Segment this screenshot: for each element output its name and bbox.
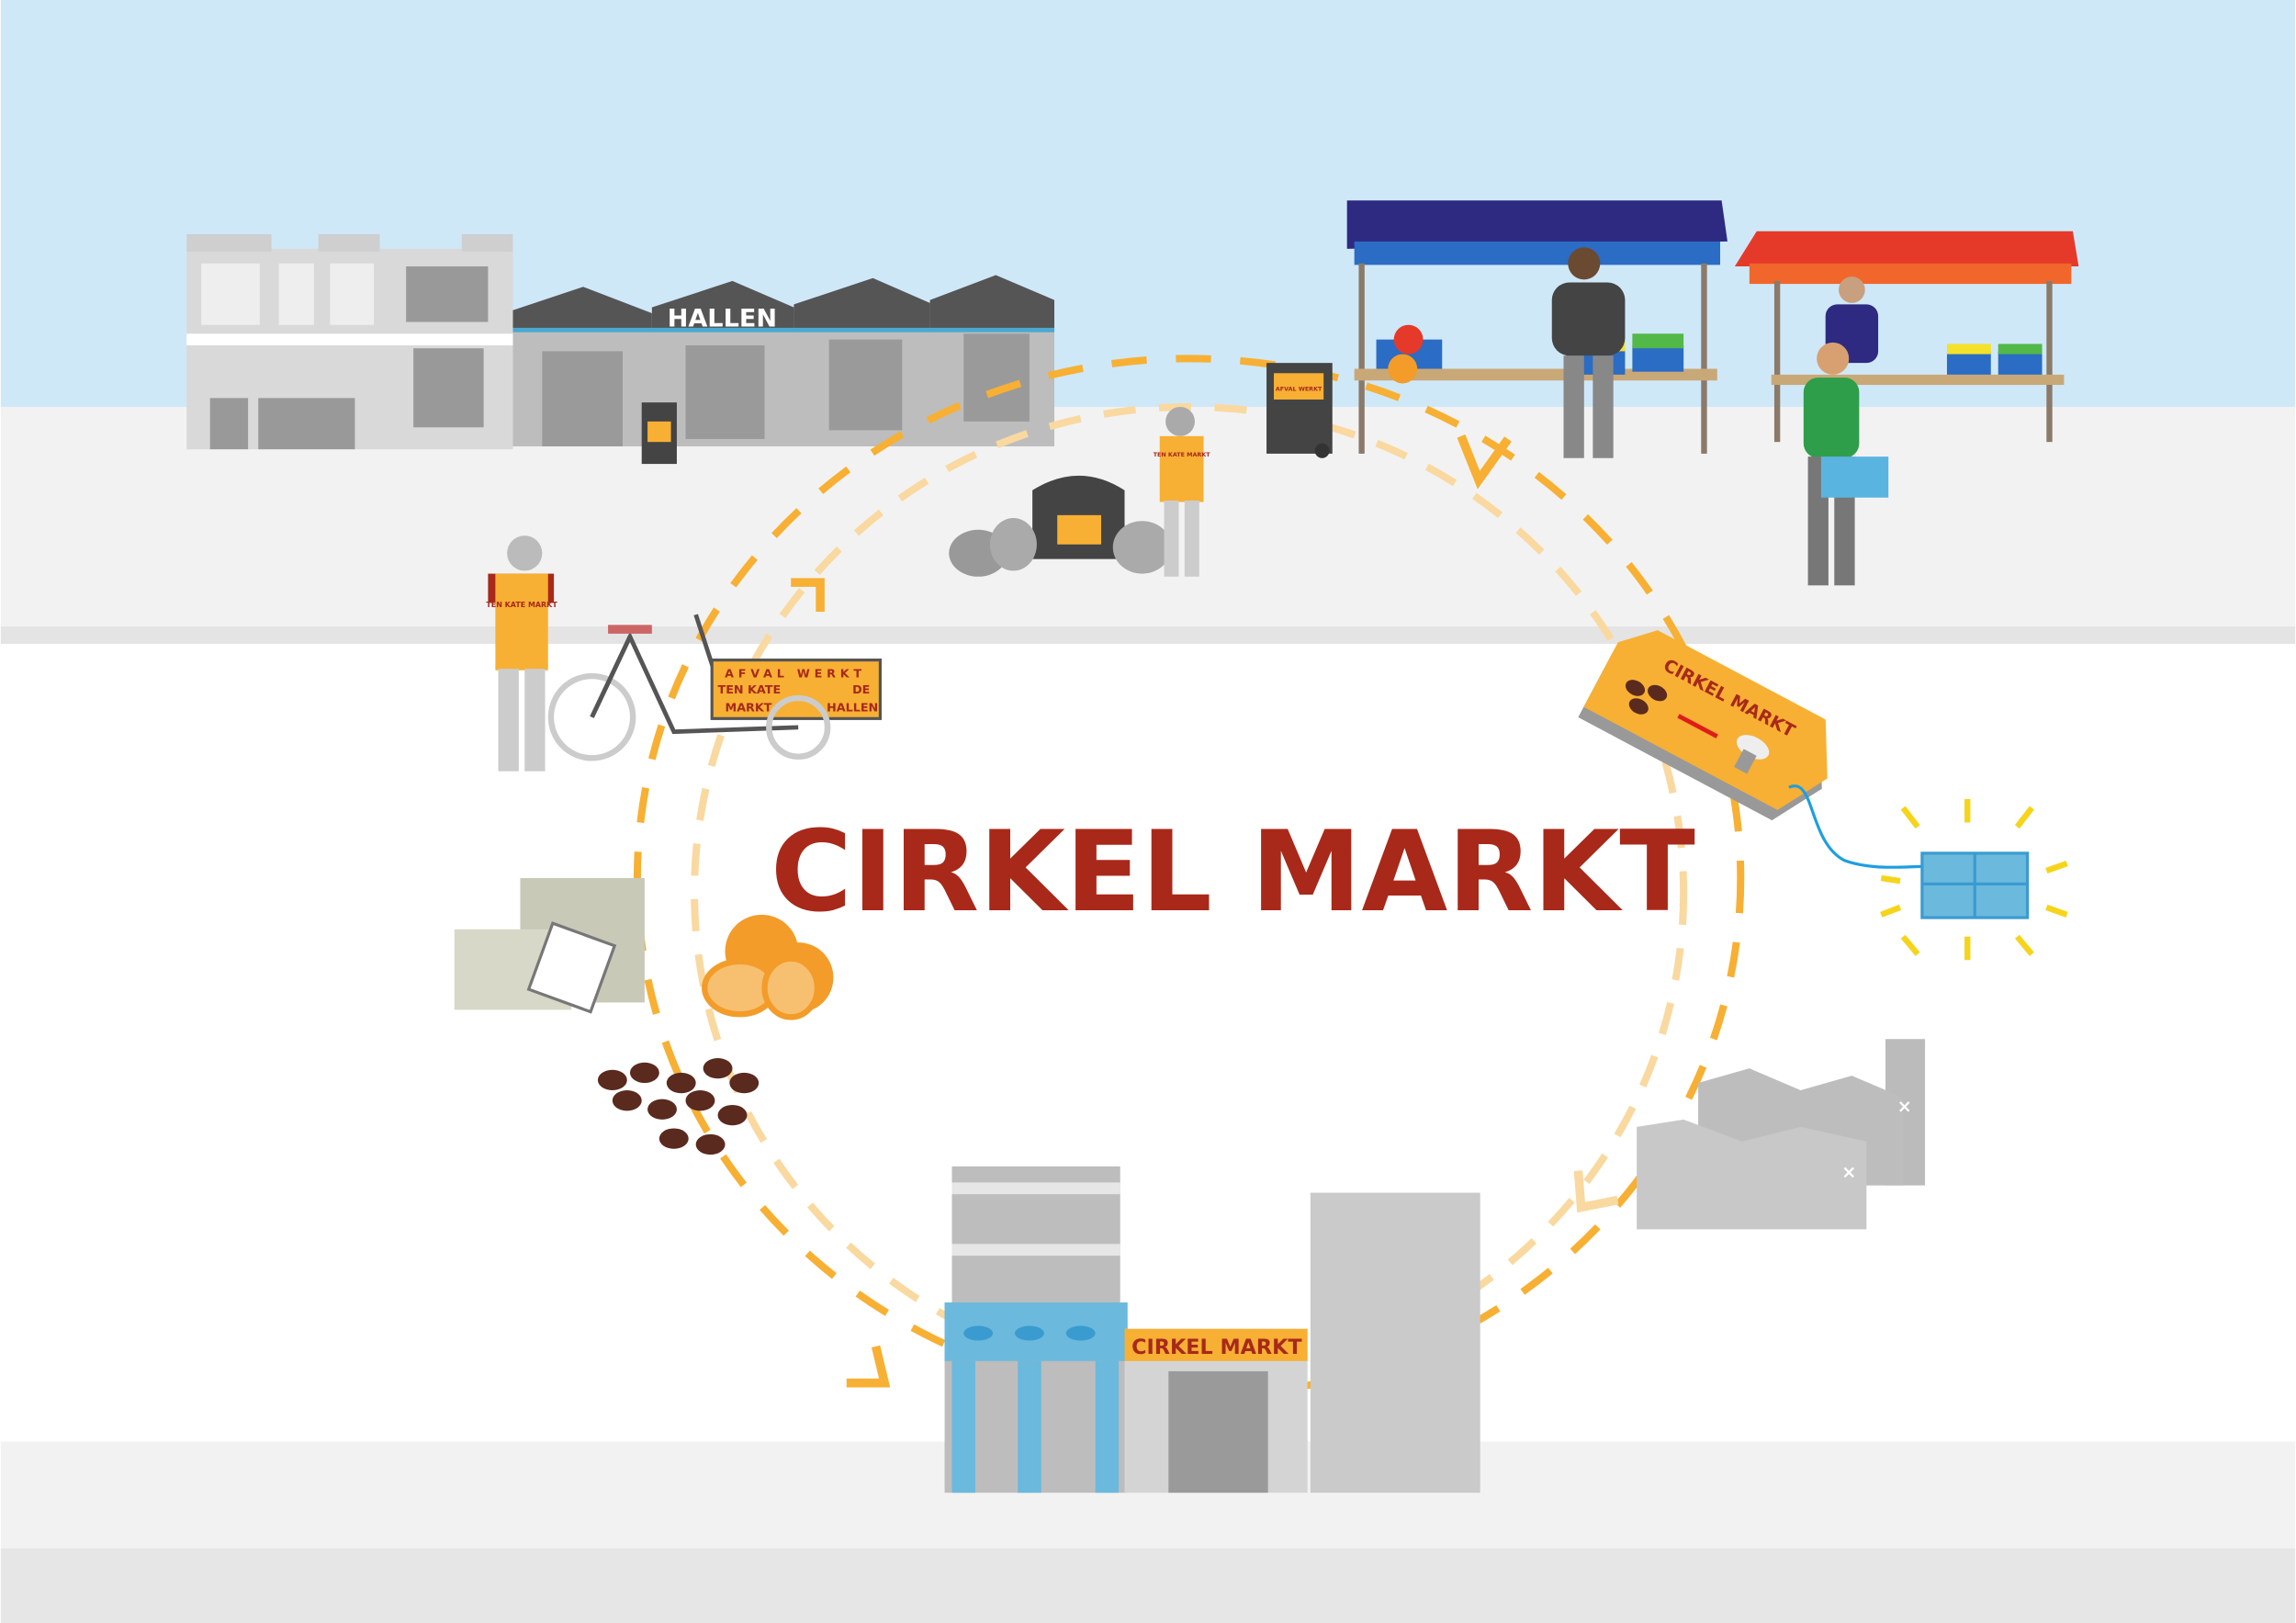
cargo-bike: TEN KATE MARKT AFVAL WERKT TEN KATE MARK… <box>486 535 883 772</box>
cyclist-person: TEN KATE MARKT <box>486 535 557 772</box>
arrow-chevrons <box>791 434 1619 1388</box>
lower-curb <box>0 1548 2296 1623</box>
worker-person: TEN KATE MARKT <box>1154 406 1211 577</box>
coffee-beans-icon <box>1625 680 1668 715</box>
main-title: CIRKEL MARKT <box>771 807 1695 937</box>
svg-text:AFVAL WERKT: AFVAL WERKT <box>1276 385 1322 392</box>
price-tag: CIRKEL MARKT <box>1578 630 1828 821</box>
tall-building <box>1310 1192 1480 1493</box>
cardboard-boxes <box>454 877 645 1014</box>
orange-peels <box>702 914 834 1020</box>
cart-box <box>710 658 883 720</box>
svg-text:MARKT: MARKT <box>726 701 772 715</box>
tag-string <box>1788 784 1930 869</box>
hallen-building: HALLEN <box>512 275 1055 465</box>
cycle-path-inner <box>691 402 1688 1382</box>
glowing-box <box>1880 798 2068 961</box>
svg-text:×: × <box>1897 1096 1912 1117</box>
fish-icon <box>963 1325 1096 1341</box>
hallen-sign: HALLEN <box>668 304 777 332</box>
market-stall-red <box>1734 231 2079 586</box>
mushroom-icon <box>1734 735 1770 774</box>
market-stall-blue <box>1346 200 1728 458</box>
shopping-basket <box>1820 456 1889 498</box>
newspaper <box>526 921 617 1014</box>
factory: × × <box>1637 1039 1926 1230</box>
svg-text:TEN KATE MARKT: TEN KATE MARKT <box>486 601 557 609</box>
cirkel-markt-store: CIRKEL MARKT <box>1124 1328 1308 1493</box>
svg-text:TEN KATE: TEN KATE <box>718 683 782 697</box>
svg-text:AFVAL WERKT: AFVAL WERKT <box>725 668 866 682</box>
coffee-beans <box>597 1057 760 1155</box>
bottom-buildings: CIRKEL MARKT <box>944 1166 1480 1493</box>
vendor-person <box>1551 247 1626 458</box>
arrow-icon <box>1677 714 1718 738</box>
svg-text:×: × <box>1841 1162 1856 1183</box>
office-building <box>186 233 513 450</box>
svg-text:TEN KATE MARKT: TEN KATE MARKT <box>1154 451 1211 458</box>
svg-text:HALLEN: HALLEN <box>827 701 878 715</box>
svg-text:DE: DE <box>852 683 870 697</box>
curb <box>0 626 2296 645</box>
waste-container-bags: TEN KATE MARKT <box>949 406 1211 577</box>
svg-text:CIRKEL MARKT: CIRKEL MARKT <box>1131 1336 1302 1359</box>
fish-shop <box>944 1302 1128 1493</box>
waste-bin-wheelie: AFVAL WERKT <box>1266 363 1333 458</box>
shopper-person <box>1803 342 1889 586</box>
